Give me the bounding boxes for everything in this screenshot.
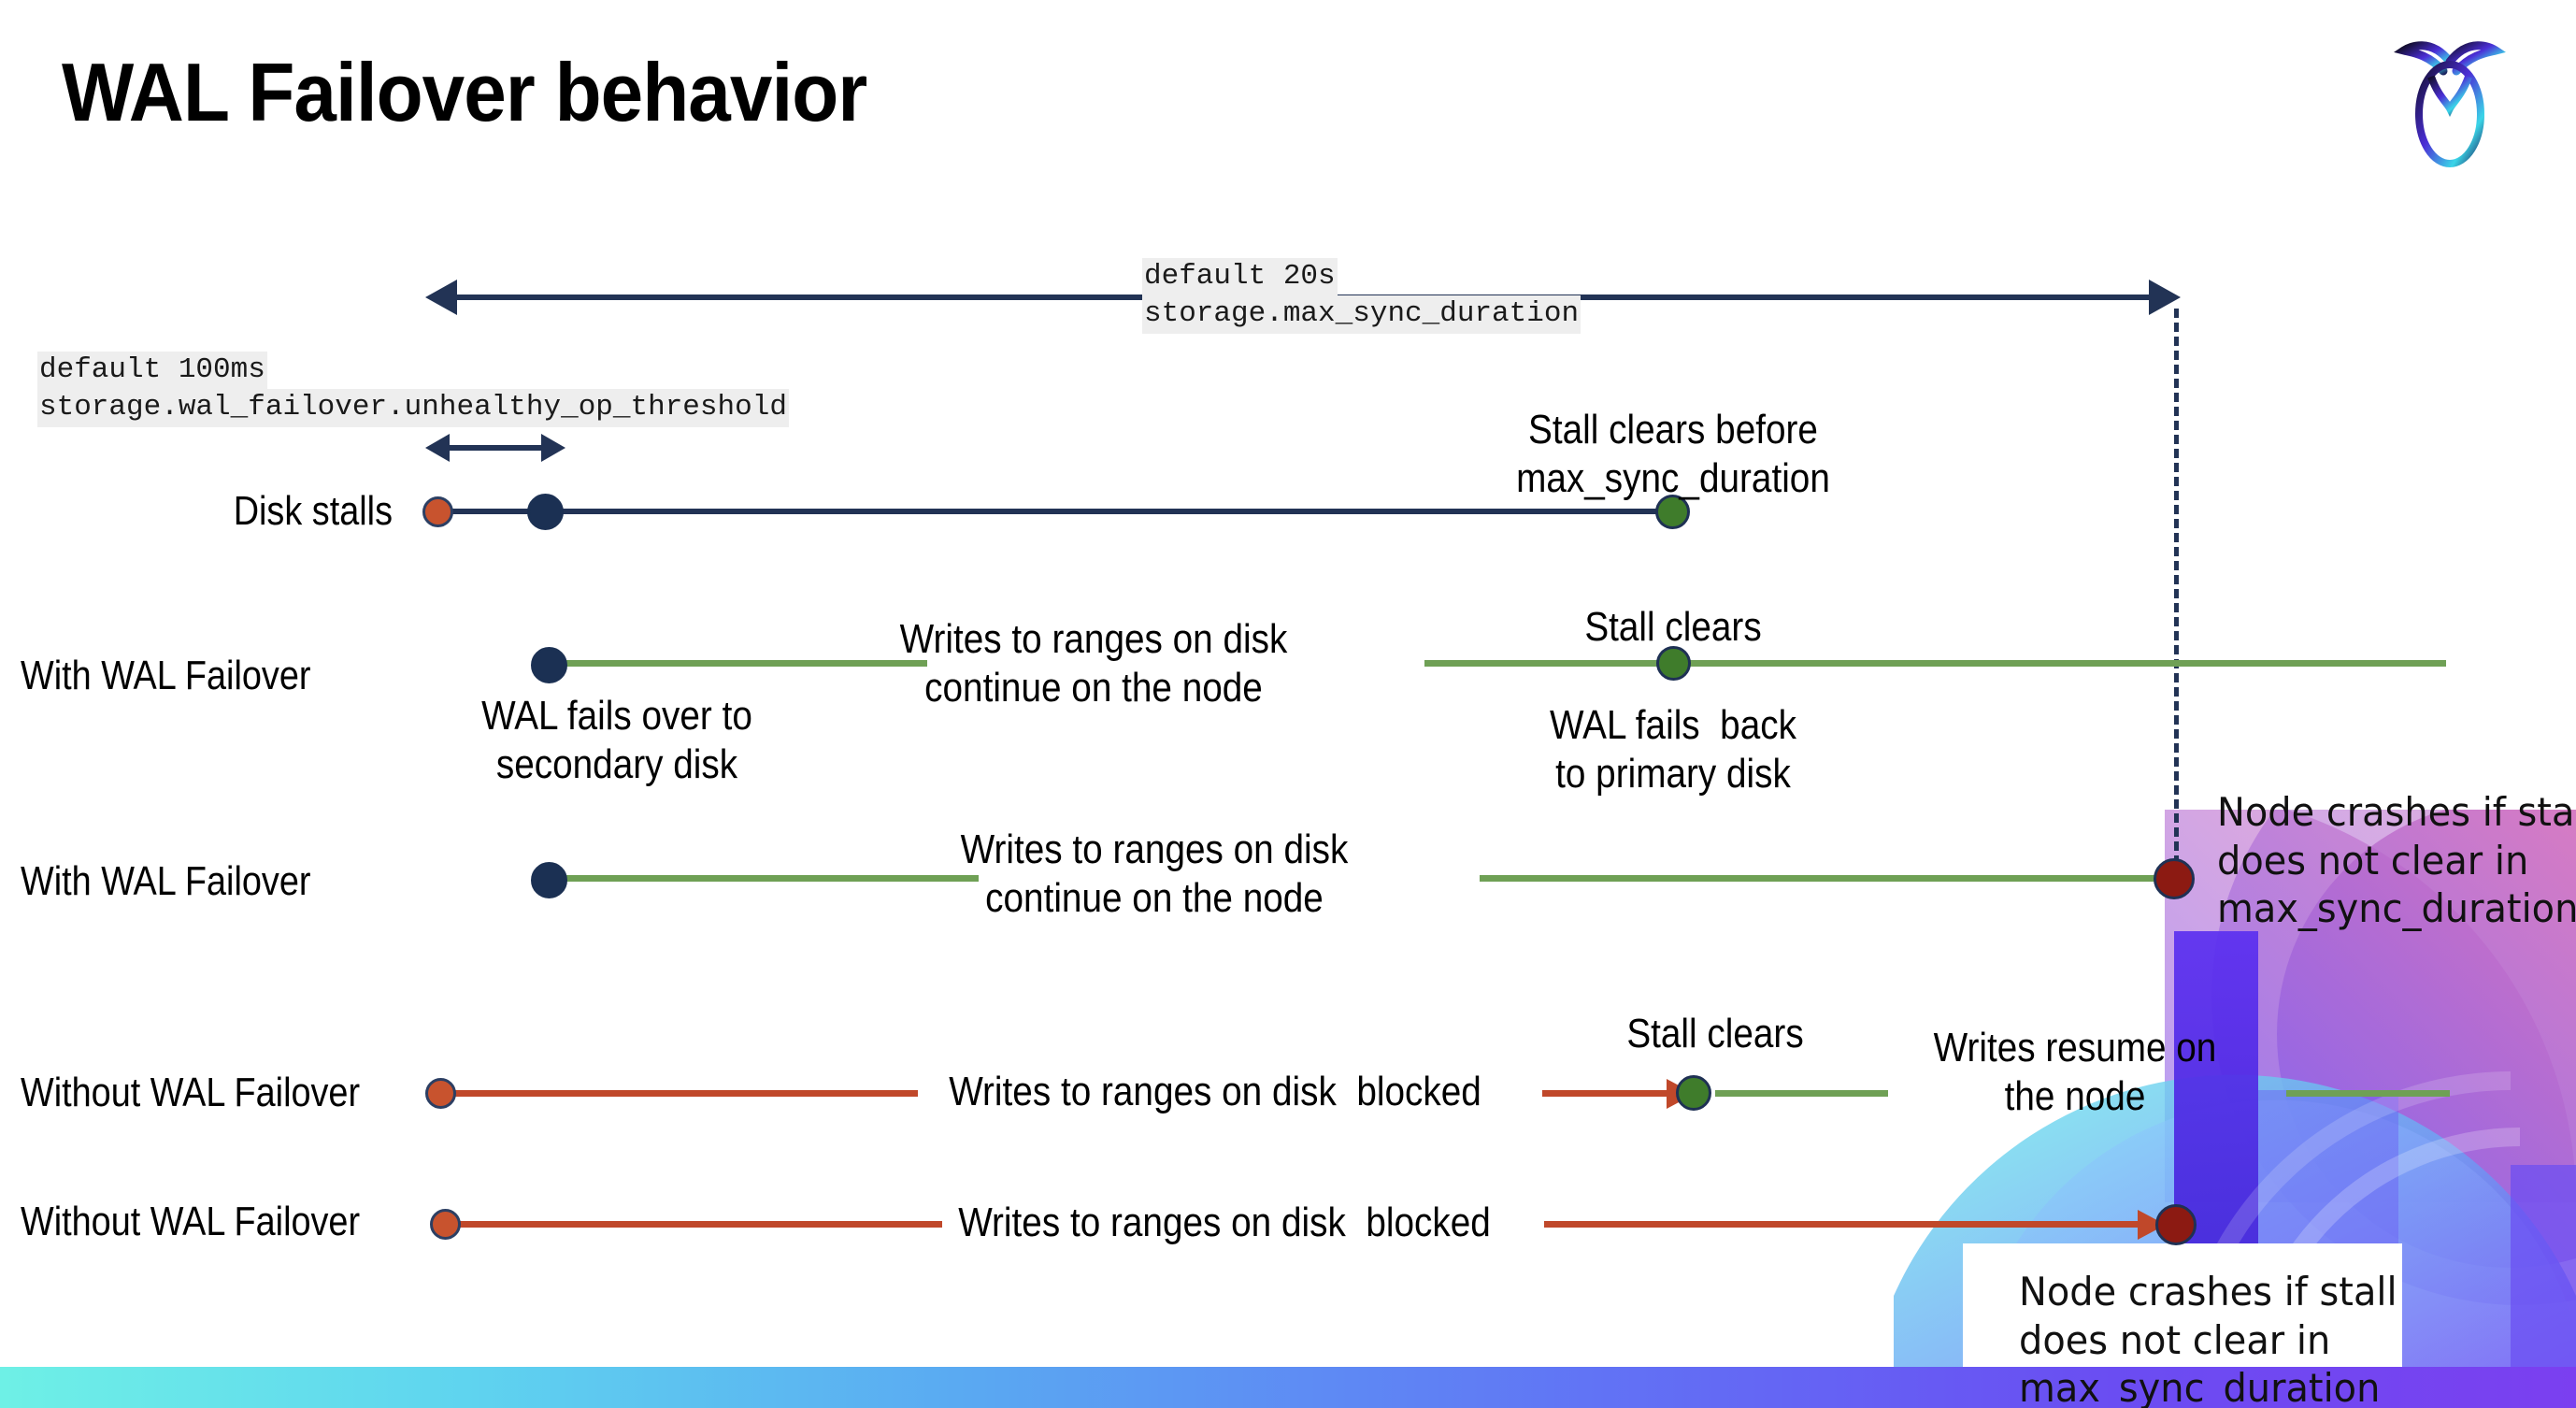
wal-failover-2-start-dot bbox=[531, 862, 567, 898]
max-sync-dropline bbox=[2174, 309, 2179, 879]
annotation-writes-blocked-2: Writes to ranges on disk blocked bbox=[958, 1200, 1491, 1245]
without-failover-1-green-a bbox=[1715, 1090, 1888, 1097]
unhealthy-default-label: default 100ms bbox=[37, 352, 267, 390]
threshold-arrow-right-head bbox=[541, 434, 565, 462]
disk-stalls-start-dot bbox=[422, 496, 453, 527]
wal-failover-1-clear-dot bbox=[1656, 646, 1691, 681]
annotation-stall-clears-1: Stall clears bbox=[1584, 604, 1762, 650]
without-failover-2-red-b bbox=[1544, 1221, 2161, 1228]
without-failover-1-green-b bbox=[2286, 1090, 2450, 1097]
row-label-without-wal-failover-1: Without WAL Failover bbox=[21, 1070, 361, 1115]
threshold-arrow-shaft bbox=[448, 445, 545, 451]
unhealthy-op-threshold-param: default 100ms storage.wal_failover.unhea… bbox=[37, 352, 789, 427]
max-sync-default-label: default 20s bbox=[1142, 258, 1338, 296]
annotation-stall-clears-2: Stall clears bbox=[1626, 1011, 1804, 1056]
wal-failover-2-segment-b bbox=[1480, 875, 2176, 882]
without-failover-1-red-a bbox=[451, 1090, 918, 1097]
annotation-node-crashes-1: Node crashes if stall does not clear in … bbox=[2217, 789, 2576, 932]
wal-failover-1-start-dot bbox=[531, 647, 567, 683]
without-failover-1-start-dot bbox=[425, 1078, 456, 1109]
wal-failover-2-crash-dot bbox=[2154, 858, 2195, 899]
bottom-gradient-bar bbox=[0, 1367, 2576, 1408]
annotation-writes-continue-2: Writes to ranges on disk continue on the… bbox=[960, 826, 1349, 921]
wal-failover-1-segment-b bbox=[1424, 660, 2446, 667]
annotation-wal-fails-back: WAL fails back to primary disk bbox=[1550, 702, 1796, 797]
disk-stalls-timeline bbox=[439, 509, 1673, 514]
threshold-arrow-left-head bbox=[425, 434, 450, 462]
max-sync-setting-label: storage.max_sync_duration bbox=[1142, 295, 1581, 334]
without-failover-1-red-b bbox=[1542, 1090, 1673, 1097]
disk-stalls-failover-dot bbox=[527, 494, 564, 530]
annotation-writes-continue-1: Writes to ranges on disk continue on the… bbox=[899, 616, 1288, 711]
annotation-stall-clears-before: Stall clears before max_sync_duration bbox=[1516, 407, 1830, 501]
cockroachdb-logo-icon bbox=[2389, 28, 2511, 168]
without-failover-2-crash-dot bbox=[2155, 1204, 2197, 1245]
row-label-without-wal-failover-2: Without WAL Failover bbox=[21, 1199, 361, 1244]
row-label-disk-stalls: Disk stalls bbox=[233, 488, 393, 534]
row-label-with-wal-failover-2: With WAL Failover bbox=[21, 858, 311, 904]
page-title: WAL Failover behavior bbox=[62, 46, 867, 138]
without-failover-1-clear-dot bbox=[1676, 1075, 1711, 1111]
max-sync-arrow-left-head bbox=[425, 280, 457, 315]
disk-stalls-clear-dot bbox=[1655, 495, 1690, 529]
wal-failover-1-segment-a bbox=[553, 660, 927, 667]
annotation-node-crashes-2: Node crashes if stall does not clear in … bbox=[2019, 1269, 2397, 1408]
annotation-writes-blocked-1: Writes to ranges on disk blocked bbox=[949, 1069, 1481, 1114]
without-failover-2-start-dot bbox=[430, 1209, 461, 1240]
annotation-wal-fails-over: WAL fails over to secondary disk bbox=[481, 693, 752, 787]
unhealthy-setting-label: storage.wal_failover.unhealthy_op_thresh… bbox=[37, 389, 789, 427]
row-label-with-wal-failover-1: With WAL Failover bbox=[21, 653, 311, 698]
without-failover-2-red-a bbox=[456, 1221, 942, 1228]
wal-failover-2-segment-a bbox=[553, 875, 979, 882]
annotation-writes-resume: Writes resume on the node bbox=[1933, 1025, 2217, 1119]
max-sync-duration-param: default 20s storage.max_sync_duration bbox=[1142, 258, 1581, 334]
